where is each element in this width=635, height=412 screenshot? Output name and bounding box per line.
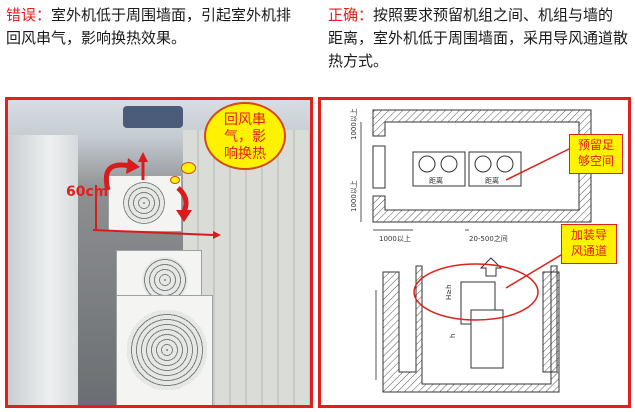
fan-icon — [496, 155, 514, 173]
outdoor-unit-near — [116, 295, 213, 405]
dim-label-h-left: 1000以上 — [379, 235, 411, 243]
correct-caption: 正确：按照要求预留机组之间、机组与墙的距离，室外机低于周围墙面，采用导风通道散热… — [328, 4, 628, 73]
callout-line: 加装导 — [570, 228, 607, 242]
fan-icon — [127, 310, 207, 390]
left-wall — [8, 135, 78, 405]
section-label-h-bottom: h — [449, 333, 457, 338]
thought-dot — [170, 176, 180, 184]
callout-line: 预留足 — [577, 138, 614, 152]
arrow-head-icon — [126, 158, 140, 174]
dimension-label: 60cm — [66, 184, 109, 200]
error-caption: 错误：室外机低于周围墙面，引起室外机排回风串气，影响换热效果。 — [6, 4, 298, 50]
unit-label-right: 距离 — [485, 177, 499, 185]
reserve-space-callout: 预留足 够空间 — [569, 134, 623, 174]
arrow-head-icon — [176, 210, 192, 222]
fan-icon — [474, 155, 492, 173]
unit-label-left: 距离 — [429, 177, 443, 185]
bubble-line: 响换热 — [224, 146, 266, 162]
callout-leader-top — [505, 147, 572, 181]
correct-caption-text: 按照要求预留机组之间、机组与墙的距离，室外机低于周围墙面，采用导风通道散热方式。 — [328, 6, 629, 70]
fan-icon — [440, 155, 458, 173]
arrow-up-icon — [479, 257, 503, 277]
warning-thought-bubble: 回风串 气，影 响换热 — [204, 102, 286, 170]
airflow-arrows — [92, 152, 221, 239]
return-air-arrow-right — [176, 186, 189, 213]
callout-leader-bottom — [505, 251, 567, 289]
plan-wall — [372, 109, 592, 223]
arrow-head-icon — [213, 231, 221, 239]
correct-installation-diagram-panel: 1000以上 1000以上 1000以上 20-500之间 距离 距离 H≥h … — [318, 97, 631, 408]
dim-label-v-bottom: 1000以上 — [350, 180, 358, 212]
callout-line: 够空间 — [577, 154, 614, 168]
highlight-ellipse — [413, 263, 539, 321]
plan-wall-gap — [372, 145, 386, 189]
fan-icon — [123, 182, 165, 224]
people-background — [123, 106, 183, 128]
fan-icon — [418, 155, 436, 173]
error-caption-text: 室外机低于周围墙面，引起室外机排回风串气，影响换热效果。 — [6, 6, 292, 47]
bubble-line: 回风串 — [224, 112, 266, 128]
dim-label-h-right: 20-500之间 — [469, 235, 508, 243]
wrong-installation-photo-panel: 60cm 回风串 气，影 响换热 — [5, 97, 313, 408]
dim-label-v-top: 1000以上 — [350, 108, 358, 140]
error-tag: 错误： — [6, 6, 52, 24]
installation-diagram — [360, 109, 592, 393]
return-air-arrow-left — [103, 162, 131, 191]
outdoor-unit-far — [108, 175, 182, 232]
dimension-line — [92, 229, 214, 236]
section-wall — [382, 265, 560, 393]
arrow-head-icon — [138, 152, 148, 162]
thought-dot — [181, 162, 196, 174]
bubble-line: 气，影 — [224, 129, 266, 145]
rooftop-photo: 60cm 回风串 气，影 响换热 — [8, 100, 310, 405]
correct-tag: 正确： — [328, 6, 374, 24]
section-label-h-top: H≥h — [445, 284, 453, 300]
guide-duct-callout: 加装导 风通道 — [561, 224, 617, 264]
callout-line: 风通道 — [570, 244, 607, 258]
